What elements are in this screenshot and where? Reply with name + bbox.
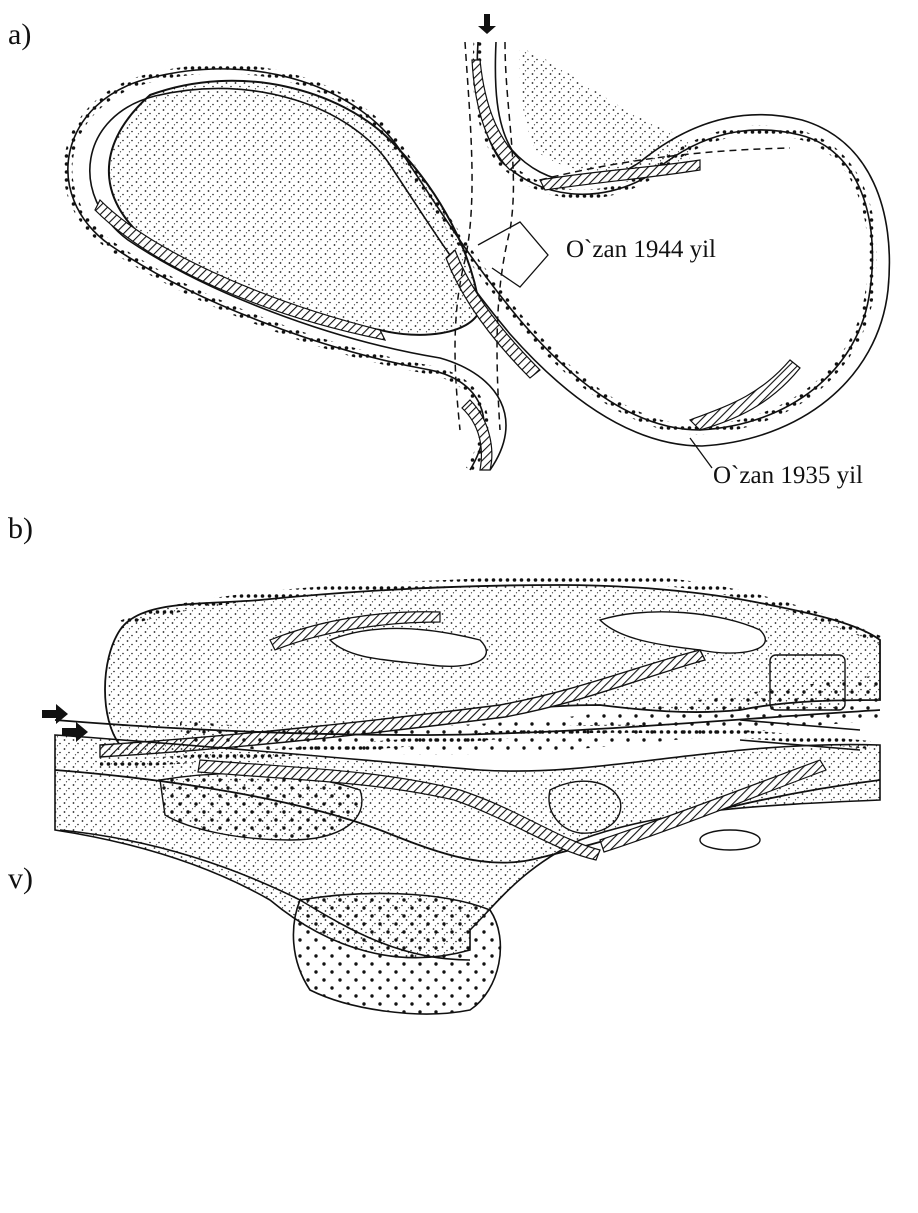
- panel-v-lower-bar: [293, 893, 500, 1013]
- panel-v-label: v): [8, 862, 33, 896]
- panel-a-channel-1944-right: [497, 42, 513, 430]
- channel-1935-annotation: O`zan 1935 yil: [713, 462, 863, 490]
- panel-a-right-bank: [520, 48, 693, 173]
- channel-1944-annotation: O`zan 1944 yil: [566, 236, 716, 264]
- panel-v-lake: [700, 830, 760, 850]
- flow-direction-arrow-icon: [478, 14, 496, 34]
- panel-b-label: b): [8, 512, 33, 546]
- panel-a-left-sandbar: [109, 81, 480, 335]
- panel-a-label: a): [8, 18, 31, 52]
- panel-a-leader-1935: [690, 438, 712, 468]
- panel-a-diagram: [68, 14, 889, 470]
